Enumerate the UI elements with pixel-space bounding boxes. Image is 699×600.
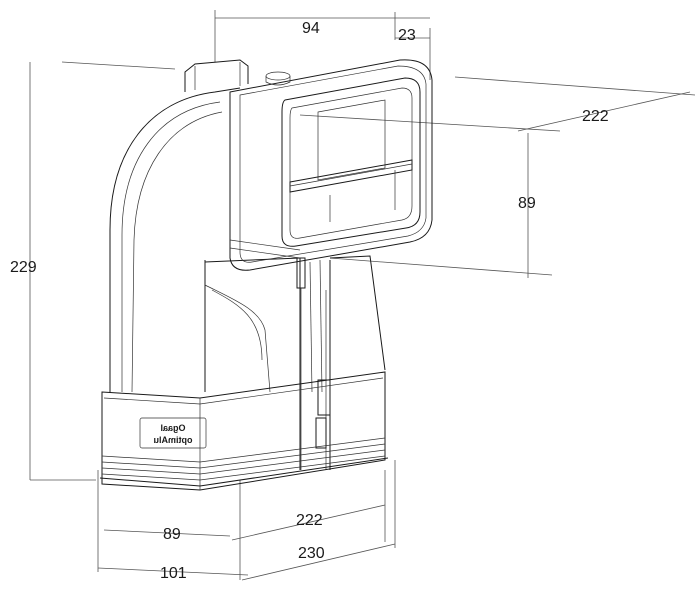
dimension-lines <box>29 10 696 581</box>
center-seam <box>296 257 331 470</box>
dim-top-offset: 23 <box>398 27 416 44</box>
dim-base-depth-upper: 89 <box>163 526 181 543</box>
dim-base-length-upper: 222 <box>296 512 323 529</box>
brand-line1: Ogaal <box>160 423 185 433</box>
rectangular-outlet <box>184 59 433 271</box>
dim-total-height: 229 <box>10 259 37 276</box>
dim-outlet-length: 222 <box>582 108 609 125</box>
duct-elbow-body <box>109 87 386 470</box>
dimension-labels: 94 23 222 89 229 89 222 101 230 <box>10 20 609 582</box>
dim-outlet-height: 89 <box>518 195 536 212</box>
dim-base-length-lower: 230 <box>298 545 325 562</box>
base-band <box>99 371 389 491</box>
dim-base-depth-lower: 101 <box>160 565 187 582</box>
dim-top-width: 94 <box>302 20 320 37</box>
brand-line2: optimAlu <box>154 435 193 445</box>
brand-logo: Ogaal optimAlu <box>139 417 207 449</box>
